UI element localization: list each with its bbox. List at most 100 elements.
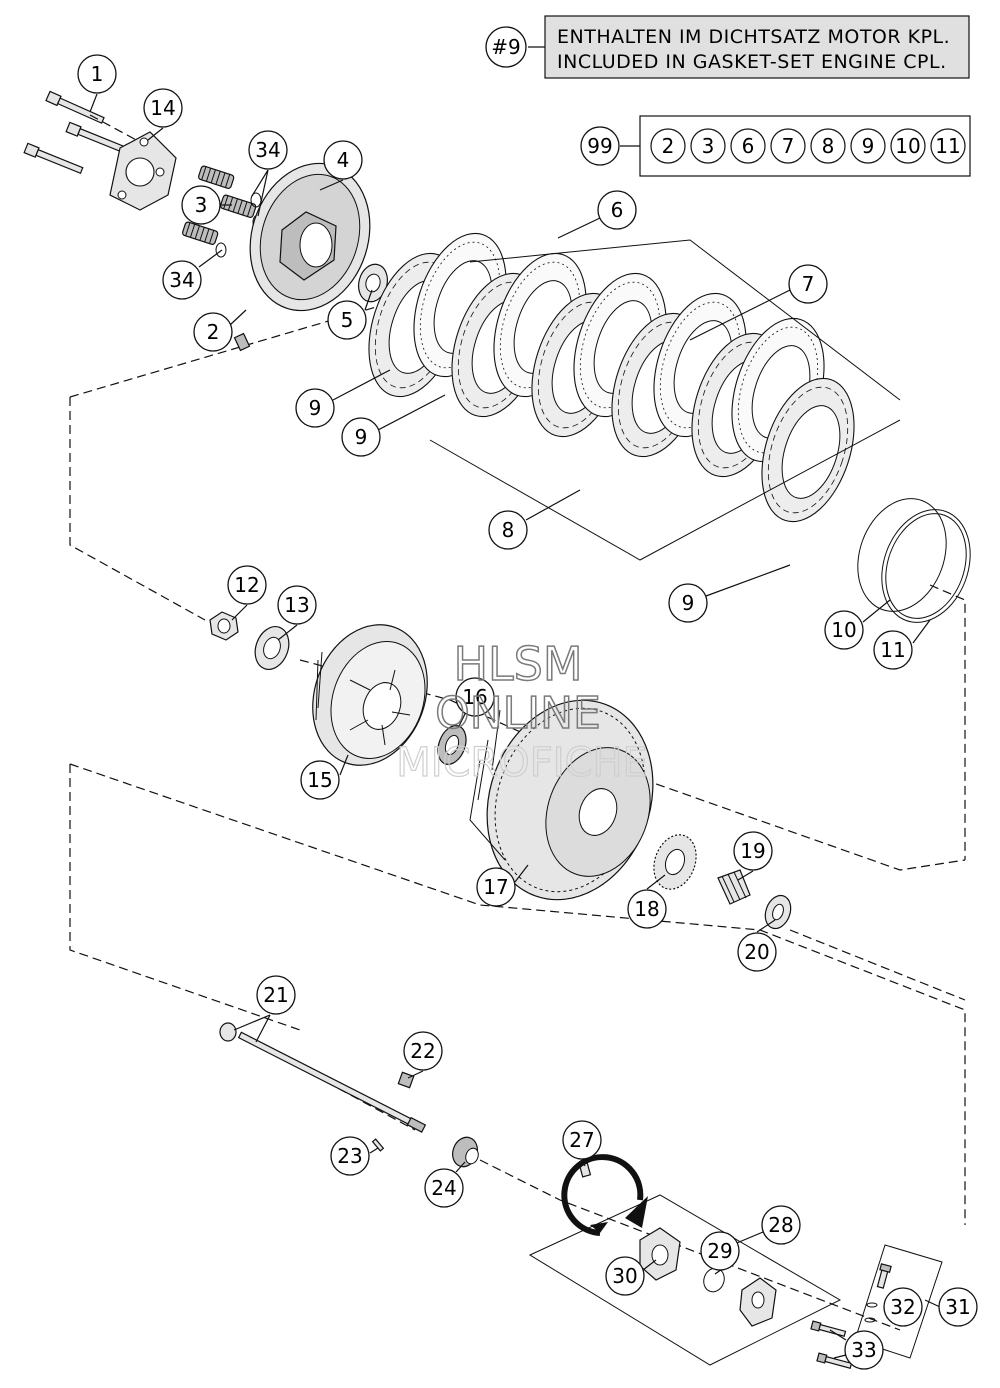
callout-18[interactable]: 18 <box>627 889 667 929</box>
leader-line <box>332 369 391 401</box>
watermark-line-3: MICROFICHE <box>396 740 648 786</box>
retaining-rings <box>857 498 971 623</box>
watermark-line-1: HLSM <box>453 637 582 691</box>
leader-line <box>198 249 223 268</box>
guide-upper-left <box>69 397 206 621</box>
callout-number: 19 <box>740 839 765 863</box>
leader-line <box>833 1354 847 1359</box>
callout-circle <box>873 630 913 670</box>
kit-item[interactable]: 11 <box>930 128 966 164</box>
callout-21[interactable]: 21 <box>256 975 296 1015</box>
callout-circle <box>844 1330 884 1370</box>
callout-circle <box>193 312 233 352</box>
callout-3[interactable]: 3 <box>181 185 221 225</box>
release-bearing-pin <box>233 332 251 352</box>
note-ref-label: #9 <box>491 35 520 59</box>
kit-item-circle <box>650 128 686 164</box>
callout-circle <box>733 831 773 871</box>
callout-28[interactable]: 28 <box>761 1205 801 1245</box>
kit-item[interactable]: 7 <box>770 128 806 164</box>
callout-16[interactable]: 16 <box>455 677 495 717</box>
callout-9[interactable]: 9 <box>668 583 708 623</box>
callout-11[interactable]: 11 <box>873 630 913 670</box>
callout-2[interactable]: 2 <box>193 312 233 352</box>
leader-line <box>557 217 601 239</box>
callout-7[interactable]: 7 <box>788 264 828 304</box>
callout-circle <box>323 140 363 180</box>
callout-circle <box>488 510 528 550</box>
primary-gear-18 <box>653 834 697 890</box>
callout-23[interactable]: 23 <box>330 1136 370 1176</box>
kit-item[interactable]: 2 <box>650 128 686 164</box>
callout-31[interactable]: 31 <box>938 1287 978 1327</box>
leader-line <box>912 619 931 644</box>
callout-17[interactable]: 17 <box>476 867 516 907</box>
callout-15[interactable]: 15 <box>300 760 340 800</box>
callout-13[interactable]: 13 <box>277 585 317 625</box>
leader-line <box>369 1147 379 1154</box>
callout-4[interactable]: 4 <box>323 140 363 180</box>
callout-34[interactable]: 34 <box>248 130 288 170</box>
callout-30[interactable]: 30 <box>605 1256 645 1296</box>
note-line-2: INCLUDED IN GASKET-SET ENGINE CPL. <box>557 51 947 73</box>
kit-item-label: 8 <box>822 134 835 158</box>
leader-line <box>255 1014 271 1043</box>
callout-9[interactable]: 9 <box>341 417 381 457</box>
callout-19[interactable]: 19 <box>733 831 773 871</box>
kit-item-label: 11 <box>935 134 960 158</box>
kit-item-circle <box>770 128 806 164</box>
leader-line <box>642 1259 657 1271</box>
kit-item[interactable]: 9 <box>850 128 886 164</box>
callout-12[interactable]: 12 <box>227 565 267 605</box>
callout-34[interactable]: 34 <box>162 260 202 300</box>
callout-6[interactable]: 6 <box>597 190 637 230</box>
kit-item[interactable]: 6 <box>730 128 766 164</box>
callout-20[interactable]: 20 <box>737 932 777 972</box>
kit-item-circle <box>810 128 846 164</box>
pressure-plate <box>233 162 371 352</box>
kit-item-label: 6 <box>742 134 755 158</box>
callout-27[interactable]: 27 <box>562 1120 602 1160</box>
dowel-pin <box>371 1138 385 1152</box>
kit-ref-circle[interactable] <box>580 126 620 166</box>
callout-8[interactable]: 8 <box>488 510 528 550</box>
callout-circle <box>938 1287 978 1327</box>
kit-item[interactable]: 8 <box>810 128 846 164</box>
leader-line <box>319 179 344 191</box>
kit-ref-label: 99 <box>587 134 612 158</box>
callout-9[interactable]: 9 <box>295 388 335 428</box>
callout-32[interactable]: 32 <box>883 1287 923 1327</box>
callout-circle <box>597 190 637 230</box>
callout-circle <box>424 1168 464 1208</box>
callout-number: 20 <box>744 940 769 964</box>
callout-22[interactable]: 22 <box>403 1031 443 1071</box>
watermark: HLSM ONLINE MICROFICHE <box>396 636 649 786</box>
leader-line <box>147 127 164 141</box>
callout-circle <box>605 1256 645 1296</box>
leader-line <box>407 1070 424 1079</box>
callout-number: 11 <box>880 638 905 662</box>
kit-item[interactable]: 10 <box>890 128 926 164</box>
leader-line <box>339 754 349 776</box>
callout-number: 32 <box>890 1295 915 1319</box>
callout-1[interactable]: 1 <box>77 54 117 94</box>
callout-number: 23 <box>337 1144 362 1168</box>
note-ref-circle[interactable] <box>485 26 527 68</box>
spring-3 <box>182 221 219 245</box>
callout-33[interactable]: 33 <box>844 1330 884 1370</box>
callout-24[interactable]: 24 <box>424 1168 464 1208</box>
callout-10[interactable]: 10 <box>824 610 864 650</box>
kit-outline <box>528 1194 842 1366</box>
kit-item[interactable]: 3 <box>690 128 726 164</box>
leader-line <box>257 169 269 217</box>
callout-5[interactable]: 5 <box>327 300 367 340</box>
callout-number: 4 <box>337 148 350 172</box>
callout-circle <box>476 867 516 907</box>
leader-line <box>231 604 248 621</box>
callout-number: 14 <box>150 96 175 120</box>
callout-29[interactable]: 29 <box>700 1231 740 1271</box>
callout-14[interactable]: 14 <box>143 88 183 128</box>
ring-10 <box>857 498 947 612</box>
